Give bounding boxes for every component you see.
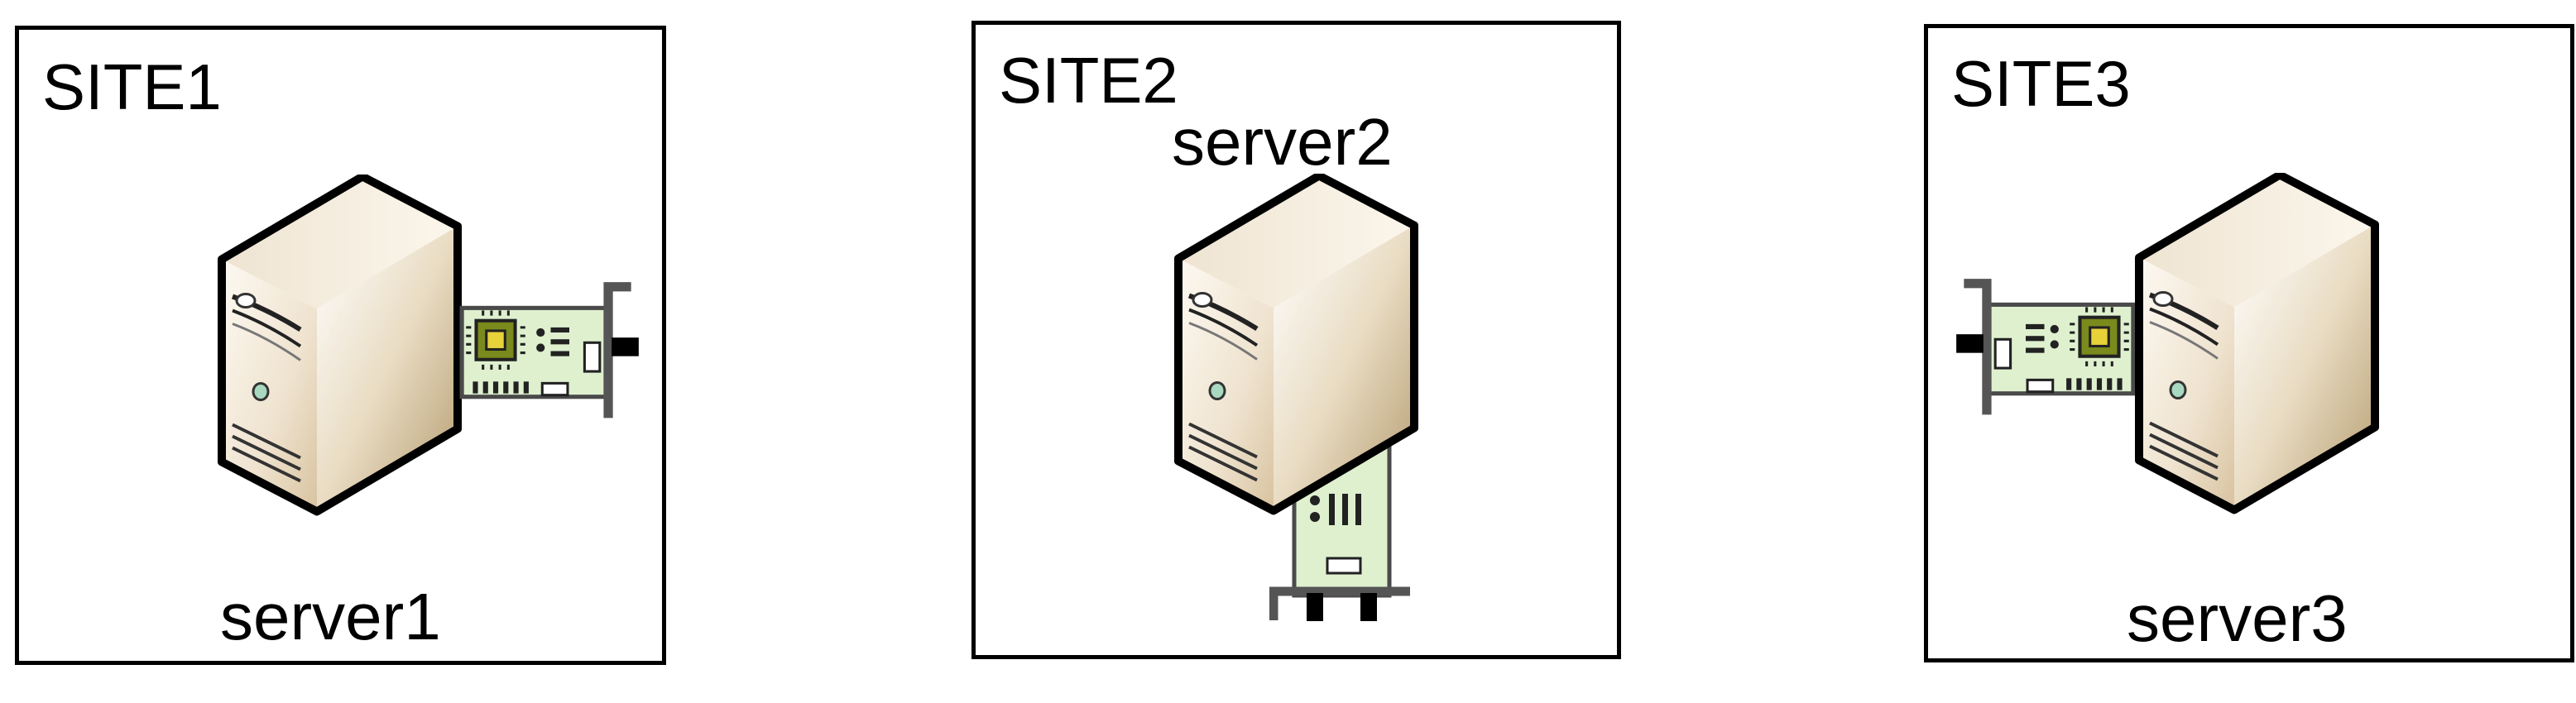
site-2-label: SITE2 [999,44,1178,117]
server-2-icon [1174,174,1422,517]
site-2-box: SITE2 server2 [971,21,1621,659]
site-1-box: SITE1 server1 [15,26,666,665]
server-1-label: server1 [220,580,441,653]
site-3-box: SITE3 server3 [1924,24,2574,662]
server-2-label: server2 [1172,105,1393,179]
site-3-label: SITE3 [1951,47,2131,120]
site-1-label: SITE1 [42,50,222,123]
server-1-icon [218,175,466,518]
nic-1-icon [458,278,644,423]
server-3-icon [2135,173,2383,516]
nic-3-icon [1951,275,2137,419]
server-3-label: server3 [2127,581,2348,655]
